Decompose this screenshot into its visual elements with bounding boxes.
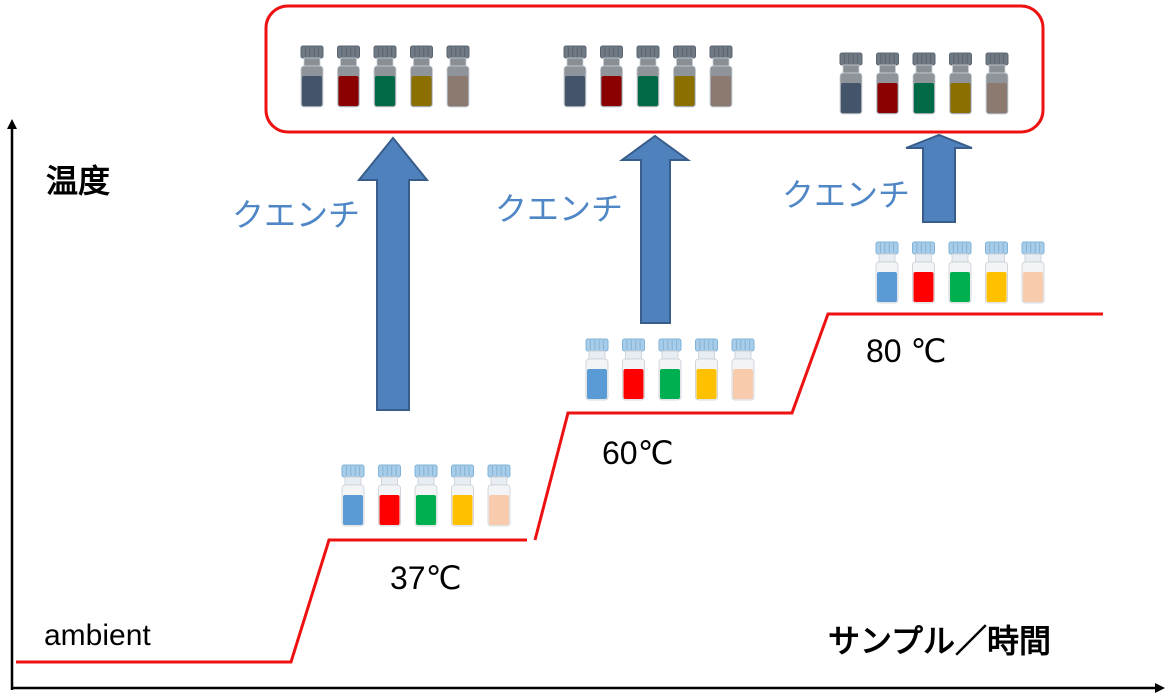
vial-liquid	[565, 76, 585, 106]
vial	[414, 464, 438, 527]
vials-37c	[341, 464, 511, 527]
vial	[985, 241, 1008, 304]
vial	[600, 45, 623, 108]
vials-60c	[585, 338, 755, 401]
vial-liquid	[733, 369, 753, 399]
temperature-label-37: 37℃	[390, 560, 462, 596]
vial	[875, 241, 899, 304]
vial-liquid	[877, 272, 897, 302]
vial-liquid	[448, 76, 468, 106]
vial	[563, 45, 587, 108]
vial	[948, 241, 972, 304]
y-axis-label: 温度	[46, 163, 110, 199]
vial	[622, 338, 645, 401]
quench-arrow-2	[618, 134, 692, 324]
vial-liquid	[587, 369, 607, 399]
quench-arrow-3	[905, 133, 973, 223]
quench-label-3: クエンチ	[782, 177, 910, 213]
vial-liquid	[375, 76, 395, 106]
ambient-label: ambient	[44, 619, 151, 652]
vial	[446, 45, 470, 108]
temperature-step-line	[16, 538, 527, 664]
vial-liquid	[638, 76, 658, 106]
vial	[673, 45, 696, 108]
vials-80c	[875, 241, 1045, 304]
vial-liquid	[601, 76, 622, 106]
vial-liquid	[987, 83, 1007, 113]
vial	[912, 52, 936, 115]
vial	[1021, 241, 1045, 304]
vial	[912, 241, 935, 304]
vial-liquid	[489, 495, 509, 525]
vial-liquid	[950, 272, 970, 302]
vial	[636, 45, 660, 108]
quenched-vials-60c	[563, 45, 733, 108]
quenched-samples-box	[264, 4, 1045, 134]
vial-liquid	[696, 369, 717, 399]
vial-liquid	[452, 495, 473, 525]
vial-liquid	[841, 83, 861, 113]
quench-arrows	[356, 133, 973, 411]
vial-liquid	[338, 76, 359, 106]
vial	[585, 338, 609, 401]
vial	[487, 464, 511, 527]
vial	[876, 52, 899, 115]
temperature-step-line-2	[533, 312, 1103, 541]
temperature-label-60: 60℃	[602, 435, 674, 471]
vial-liquid	[660, 369, 680, 399]
vial	[373, 45, 397, 108]
quenched-vials-37c	[300, 45, 470, 108]
vial	[341, 464, 365, 527]
vial	[300, 45, 324, 108]
vial	[337, 45, 360, 108]
vial-liquid	[1023, 272, 1043, 302]
vial-liquid	[711, 76, 731, 106]
vial	[695, 338, 718, 401]
vial	[839, 52, 863, 115]
vial-liquid	[411, 76, 432, 106]
vial-liquid	[877, 83, 898, 113]
x-axis-label: サンプル／時間	[828, 623, 1051, 659]
vial	[985, 52, 1009, 115]
vial-liquid	[302, 76, 322, 106]
quench-arrow-1	[356, 136, 430, 411]
quenched-vials-80c	[839, 52, 1009, 115]
quench-label-2: クエンチ	[495, 191, 623, 227]
vial	[949, 52, 972, 115]
quench-label-1: クエンチ	[232, 197, 360, 233]
temperature-label-80: 80 ℃	[866, 333, 946, 369]
vial	[731, 338, 755, 401]
vial-liquid	[674, 76, 695, 106]
vial-liquid	[914, 83, 934, 113]
vial-liquid	[950, 83, 971, 113]
vial-groups	[300, 45, 1045, 527]
vial-liquid	[416, 495, 436, 525]
vial	[709, 45, 733, 108]
vial	[658, 338, 682, 401]
vial	[451, 464, 474, 527]
vial-liquid	[913, 272, 934, 302]
vial	[410, 45, 433, 108]
vial	[378, 464, 401, 527]
vial-liquid	[379, 495, 400, 525]
vial-liquid	[986, 272, 1007, 302]
vial-liquid	[343, 495, 363, 525]
vial-liquid	[623, 369, 644, 399]
